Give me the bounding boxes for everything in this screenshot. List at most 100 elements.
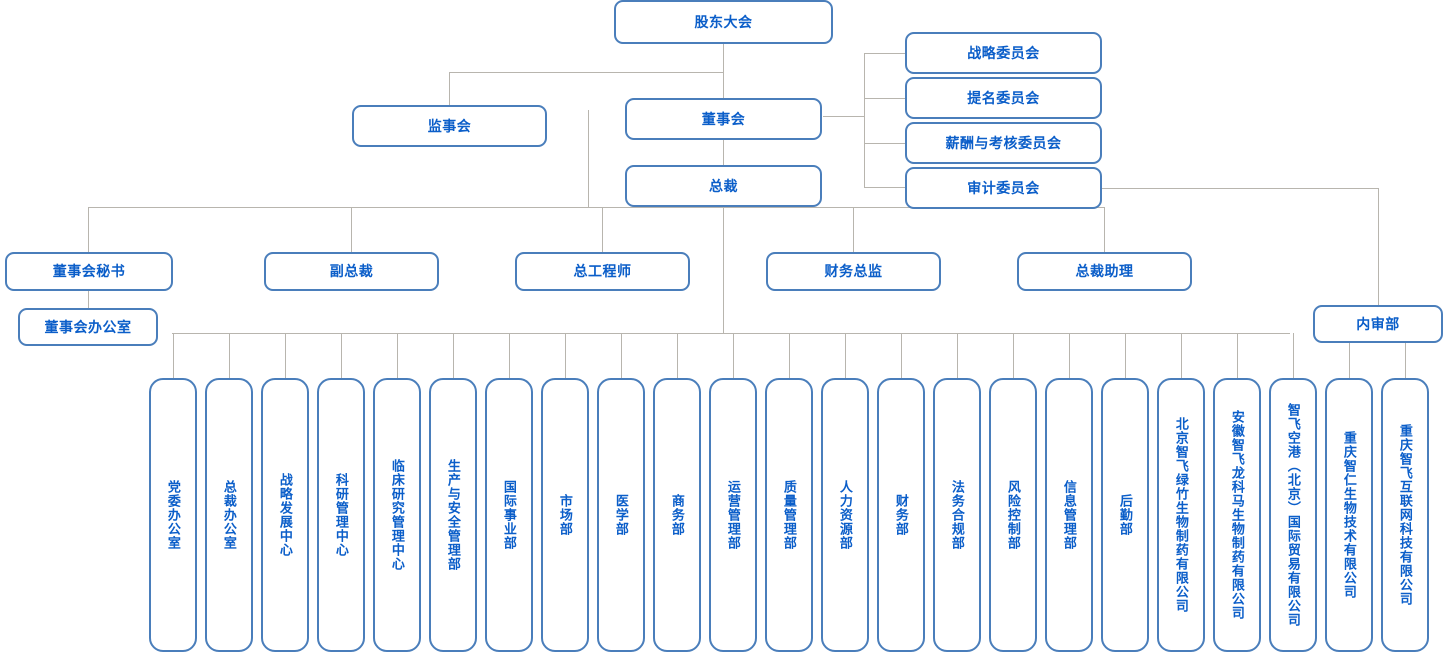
node-chief-engineer[interactable]: 总工程师 [515,252,690,291]
node-vice-president[interactable]: 副总裁 [264,252,439,291]
connector-department-drop [341,333,342,378]
connector-department-drop [453,333,454,378]
node-label: 财务总监 [824,263,883,280]
connector-secretary-stem-v [588,110,589,207]
connector-secretary-to-office [88,291,89,308]
node-label: 医学部 [613,494,629,536]
connector-department-drop [1349,333,1350,378]
node-department[interactable]: 市场部 [541,378,589,652]
node-board-of-directors[interactable]: 董事会 [625,98,822,140]
node-department[interactable]: 后勤部 [1101,378,1149,652]
node-department[interactable]: 生产与安全管理部 [429,378,477,652]
node-department[interactable]: 医学部 [597,378,645,652]
node-department[interactable]: 国际事业部 [485,378,533,652]
node-label: 审计委员会 [967,179,1040,196]
connector-department-drop [565,333,566,378]
connector-board-to-committees [823,116,865,117]
node-label: 董事会办公室 [44,318,132,335]
connector-committee-3 [864,143,905,144]
connector-department-drop [1069,333,1070,378]
connector-department-drop [509,333,510,378]
node-label: 运营管理部 [725,480,741,550]
node-department[interactable]: 北京智飞绿竹生物制药有限公司 [1157,378,1205,652]
connector-departments-bus [172,333,1290,334]
node-department[interactable]: 战略发展中心 [261,378,309,652]
node-label: 临床研究管理中心 [389,459,405,571]
node-label: 总裁助理 [1075,263,1134,280]
connector-board-down [723,72,724,100]
node-department[interactable]: 商务部 [653,378,701,652]
node-cfo[interactable]: 财务总监 [766,252,941,291]
connector-department-drop [173,333,174,378]
node-department[interactable]: 临床研究管理中心 [373,378,421,652]
node-label: 国际事业部 [501,480,517,550]
connector-department-drop [1125,333,1126,378]
node-committee-audit[interactable]: 审计委员会 [905,167,1102,209]
node-department[interactable]: 重庆智仁生物技术有限公司 [1325,378,1373,652]
node-label: 后勤部 [1117,494,1133,536]
node-president[interactable]: 总裁 [625,165,822,207]
connector-department-drop [901,333,902,378]
node-label: 北京智飞绿竹生物制药有限公司 [1173,417,1189,613]
node-label: 提名委员会 [967,89,1040,106]
connector-department-drop [621,333,622,378]
connector-supervisory-down [449,72,450,105]
connector-department-drop [1181,333,1182,378]
node-department[interactable]: 党委办公室 [149,378,197,652]
connector-department-drop [1405,333,1406,378]
node-department[interactable]: 法务合规部 [933,378,981,652]
node-label: 质量管理部 [781,480,797,550]
node-department[interactable]: 运营管理部 [709,378,757,652]
node-label: 总裁办公室 [221,480,237,550]
connector-department-drop [845,333,846,378]
node-department[interactable]: 人力资源部 [821,378,869,652]
node-committee-nomination[interactable]: 提名委员会 [905,77,1102,119]
connector-exec-drop-4 [853,207,854,252]
node-label: 党委办公室 [165,480,181,550]
node-department[interactable]: 风险控制部 [989,378,1037,652]
node-label: 信息管理部 [1061,480,1077,550]
connector-president-trunk [723,207,724,333]
connector-department-drop [957,333,958,378]
node-department[interactable]: 科研管理中心 [317,378,365,652]
connector-executives-bus [88,207,1105,208]
node-department[interactable]: 重庆智飞互联网科技有限公司 [1381,378,1429,652]
node-supervisory-board[interactable]: 监事会 [352,105,547,147]
connector-committee-4 [864,187,905,188]
node-label: 风险控制部 [1005,480,1021,550]
node-label: 商务部 [669,494,685,536]
connector-exec-drop-5 [1104,207,1105,252]
node-label: 生产与安全管理部 [445,459,461,571]
connector-committee-1 [864,53,905,54]
connector-department-drop [789,333,790,378]
node-committee-strategy[interactable]: 战略委员会 [905,32,1102,74]
node-label: 总工程师 [573,263,632,280]
node-department[interactable]: 财务部 [877,378,925,652]
node-label: 人力资源部 [837,480,853,550]
node-label: 重庆智仁生物技术有限公司 [1341,431,1357,599]
connector-exec-drop-1 [88,207,89,252]
node-label: 内审部 [1356,315,1400,332]
node-label: 战略委员会 [967,44,1040,61]
connector-exec-drop-2 [351,207,352,252]
node-department[interactable]: 质量管理部 [765,378,813,652]
node-department[interactable]: 信息管理部 [1045,378,1093,652]
node-label: 股东大会 [694,13,753,30]
node-president-assistant[interactable]: 总裁助理 [1017,252,1192,291]
node-board-secretary[interactable]: 董事会秘书 [5,252,173,291]
node-label: 董事会 [701,110,746,127]
node-label: 监事会 [427,117,472,134]
node-department[interactable]: 总裁办公室 [205,378,253,652]
connector-shareholders-down [723,44,724,72]
node-committee-remuneration[interactable]: 薪酬与考核委员会 [905,122,1102,164]
node-shareholders-meeting[interactable]: 股东大会 [614,0,833,44]
connector-department-drop [677,333,678,378]
connector-internal-audit-down [1378,188,1379,305]
node-department[interactable]: 智飞空港（北京）国际贸易有限公司 [1269,378,1317,652]
node-board-office[interactable]: 董事会办公室 [18,308,158,346]
node-department[interactable]: 安徽智飞龙科马生物制药有限公司 [1213,378,1261,652]
connector-department-drop [229,333,230,378]
node-label: 薪酬与考核委员会 [945,134,1062,151]
node-internal-audit-dept[interactable]: 内审部 [1313,305,1443,343]
